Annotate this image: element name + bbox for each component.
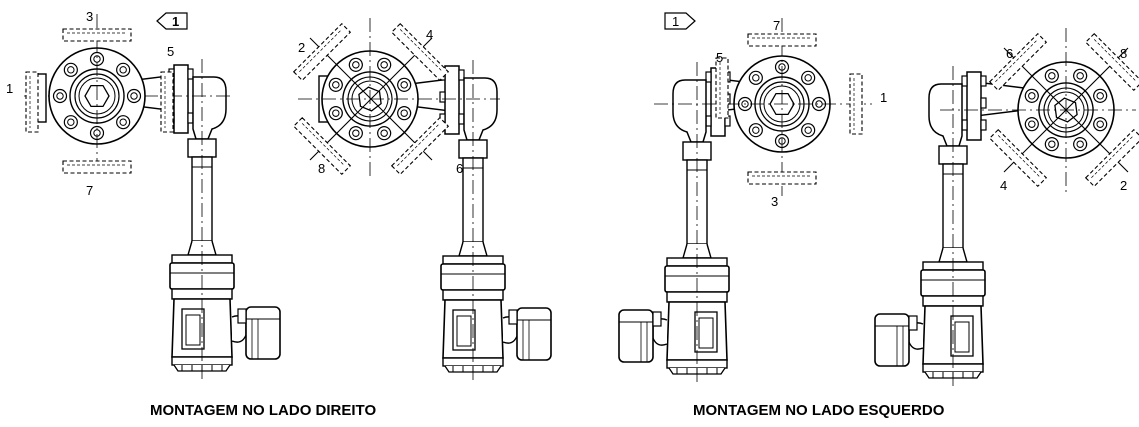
caption-right-side-mounting: MONTAGEM NO LADO DIREITO [150, 402, 377, 419]
port-label-top-left: 2 [298, 40, 305, 55]
port-label-top-right: 4 [426, 27, 433, 42]
port-label-left: 1 [6, 81, 13, 96]
caption-left-side-mounting: MONTAGEM NO LADO ESQUERDO [693, 402, 945, 419]
port-label-side: 5 [716, 50, 723, 65]
port-label-top: 7 [773, 18, 780, 33]
port-label-bottom-left: 4 [1000, 178, 1007, 193]
port-label-bottom: 7 [86, 183, 93, 198]
svg-text:1: 1 [172, 14, 179, 29]
port-label-top-right: 8 [1120, 46, 1127, 61]
port-label-bottom-left: 8 [318, 161, 325, 176]
view-right-mount-orthogonal: 3 1 7 5 1 [6, 9, 281, 380]
port-label-side: 5 [167, 44, 174, 59]
mounting-diagram: 3 1 7 5 1 2 4 8 6 [6, 9, 1139, 387]
svg-text:1: 1 [672, 14, 679, 29]
note-flag-1: 1 [664, 12, 696, 30]
port-label-bottom-right: 6 [456, 161, 463, 176]
port-label-right: 1 [880, 90, 887, 105]
note-flag-1: 1 [156, 12, 188, 30]
port-label-bottom-right: 2 [1120, 178, 1127, 193]
port-label-top-left: 6 [1006, 46, 1013, 61]
port-label-bottom: 3 [771, 194, 778, 209]
view-right-mount-diagonal: 2 4 8 6 [293, 18, 552, 381]
port-label-top: 3 [86, 9, 93, 24]
view-left-mount-orthogonal: 7 1 3 5 1 [618, 12, 887, 383]
view-left-mount-diagonal: 6 8 4 2 [874, 28, 1139, 387]
